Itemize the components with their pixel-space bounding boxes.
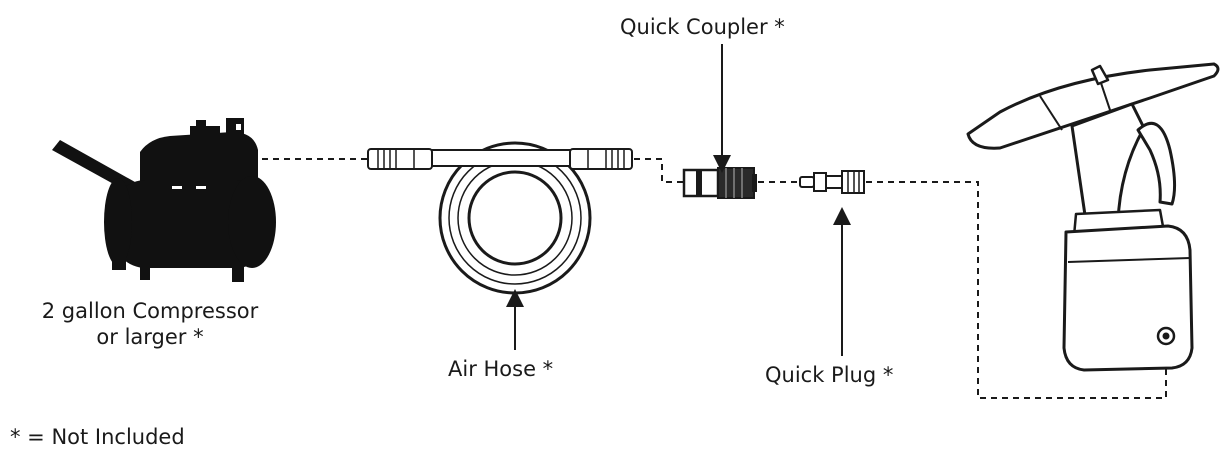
connection-line-hose-coupler [634,158,684,183]
compressor-label-line2: or larger * [96,325,204,350]
air-hose-label: Air Hose * [448,357,554,381]
legend-note: * = Not Included [10,425,185,449]
air-hose-icon [367,141,633,295]
rivet-tool-icon [966,62,1220,372]
quick-coupler-icon [682,167,757,199]
quick-plug-icon [799,170,865,194]
connection-line-plug-tool [866,181,1167,399]
compressor-label: 2 gallon Compressor or larger * [10,298,290,351]
quick-plug-label: Quick Plug * [765,363,894,387]
compressor-icon [52,118,276,282]
quick-coupler-label: Quick Coupler * [620,15,785,39]
compressor-label-line1: 2 gallon Compressor [41,299,259,323]
